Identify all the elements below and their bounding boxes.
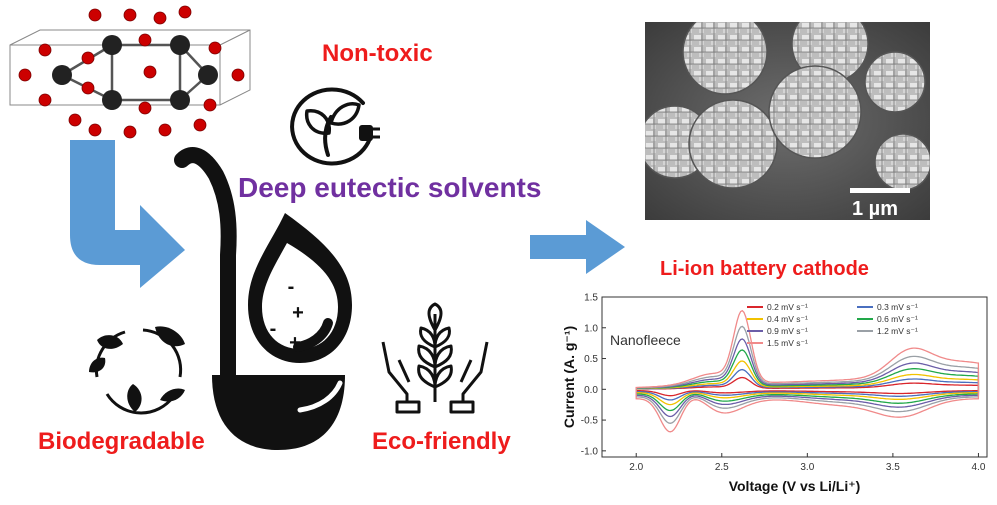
y-tick-label: -1.0 (581, 446, 599, 457)
eco-friendly-label: Eco-friendly (372, 428, 511, 455)
x-tick-label: 2.0 (629, 462, 643, 473)
plot-frame (601, 296, 988, 458)
y-tick-label: 1.5 (584, 293, 598, 304)
legend-entry: 0.2 mV s⁻¹ (767, 302, 808, 312)
drop-sign: + (292, 302, 304, 324)
drop-sign: + (289, 332, 301, 354)
hands-plant-icon (381, 302, 489, 414)
biodegradable-label: Biodegradable (38, 428, 205, 455)
drop-sign: - (288, 276, 295, 298)
scale-bar-label: 1 µm (852, 198, 898, 220)
drop-sign: - (270, 318, 277, 340)
series-line (635, 309, 980, 433)
legend-entry: 0.9 mV s⁻¹ (767, 326, 808, 336)
y-tick-label: -0.5 (581, 416, 599, 427)
x-tick-label: 3.0 (800, 462, 814, 473)
legend-entry: 0.3 mV s⁻¹ (877, 302, 918, 312)
x-tick-label: 3.5 (886, 462, 900, 473)
chart-annotation: Nanofleece (610, 332, 681, 348)
des-label: Deep eutectic solvents (238, 172, 542, 203)
cv-chart: 2.0 2.5 3.0 3.5 4.0 1.5 1.0 0.5 0.0 -0.5 -1.0Volta… (561, 293, 988, 494)
cathode-label: Li-ion battery cathode (660, 258, 869, 280)
legend-entry: 1.2 mV s⁻¹ (877, 326, 918, 336)
y-axis-label: Current (A. g⁻¹) (561, 326, 577, 428)
sem-micrograph (645, 22, 930, 220)
y-tick-label: 0.5 (584, 354, 598, 365)
legend-entry: 0.6 mV s⁻¹ (877, 314, 918, 324)
legend-entry: 0.4 mV s⁻¹ (767, 314, 808, 324)
eco-plug-leaf-icon (290, 87, 380, 166)
recycle-leaves-icon (89, 326, 185, 415)
y-tick-label: 1.0 (584, 323, 598, 334)
x-axis-label: Voltage (V vs Li/Li⁺) (729, 478, 861, 494)
non-toxic-label: Non-toxic (322, 40, 433, 67)
x-tick-label: 4.0 (971, 462, 985, 473)
process-arrow-down-right (70, 140, 185, 288)
ladle-droplet-icon: - + - + (174, 147, 352, 450)
crystal-structure (9, 5, 251, 139)
process-arrow-right (530, 220, 625, 274)
y-tick-label: 0.0 (584, 385, 598, 396)
x-tick-label: 2.5 (715, 462, 729, 473)
legend-entry: 1.5 mV s⁻¹ (767, 338, 808, 348)
